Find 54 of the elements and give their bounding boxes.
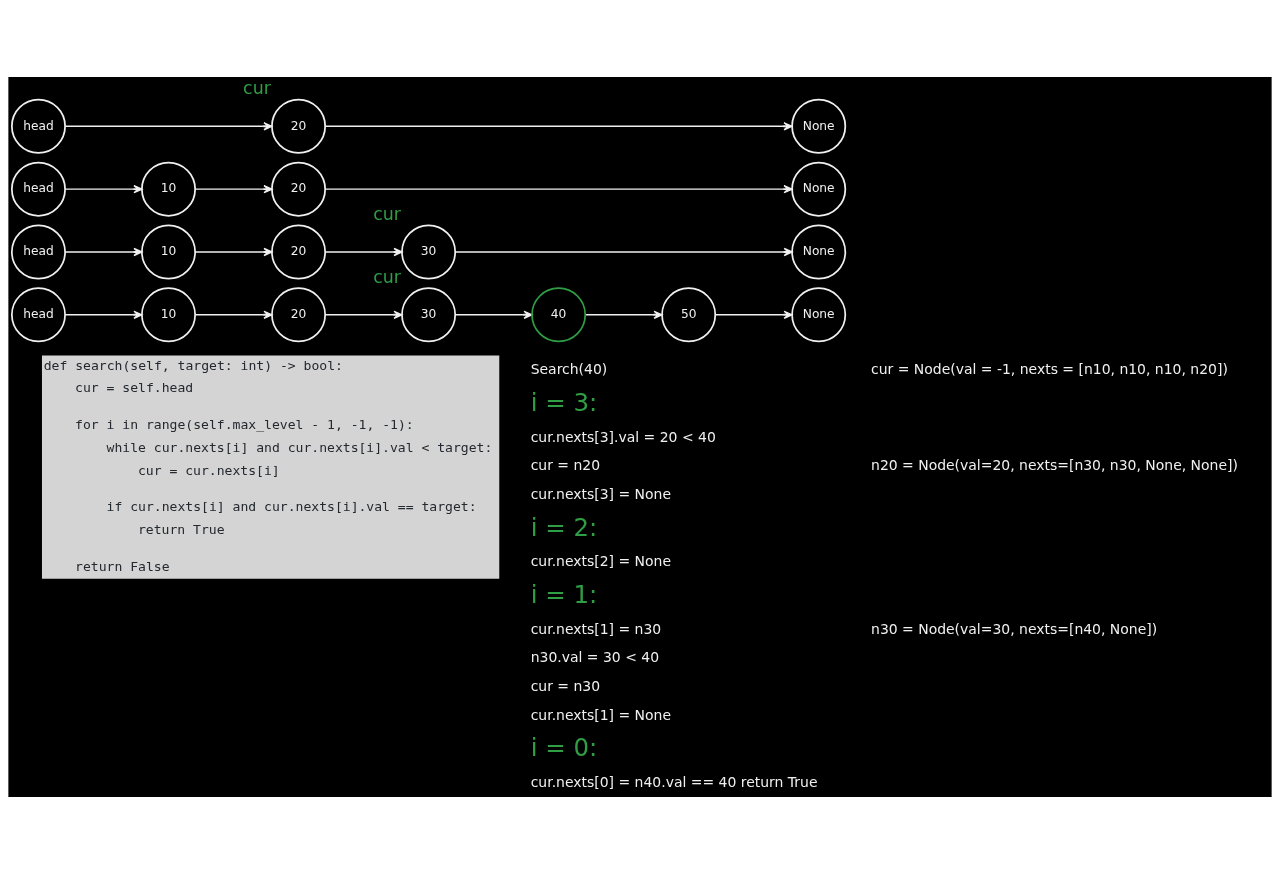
arrow: [194, 310, 273, 319]
label: cur = n30: [530, 677, 601, 694]
node-box: def search(self, target: int) -> bool: cur = self.head for i in range(self.max_level - 1, -1, -1): while cur.nexts[i] and cur.nexts[i].val < target: cur = cur.nexts[i] if cur.nexts[i] and cur.nexts[i].val == target: return True return False: [41, 354, 500, 579]
arrow: [64, 247, 143, 256]
node-circle: 10: [141, 161, 196, 217]
label: n30.val = 30 < 40: [530, 648, 660, 665]
label: cur.nexts[1] = n30: [530, 620, 662, 637]
node-circle: head: [10, 161, 66, 217]
label: cur.nexts[0] = n40.val == 40 return True: [530, 773, 818, 790]
node-circle: 30: [401, 286, 457, 342]
label: i = 3:: [530, 387, 598, 417]
arrow: [584, 310, 663, 319]
node-circle: head: [10, 98, 66, 154]
node-circle: head: [10, 286, 66, 342]
node-circle: None: [791, 286, 847, 342]
arrow: [194, 184, 273, 193]
node-circle: 40: [531, 286, 587, 342]
node-circle: 20: [271, 224, 327, 279]
arrow: [714, 310, 793, 319]
node-label: cur: [373, 266, 401, 287]
label: cur.nexts[3].val = 20 < 40: [530, 428, 716, 445]
node-circle: None: [791, 161, 847, 217]
label: n20 = Node(val=20, nexts=[n30, n30, None, None]): [871, 456, 1238, 473]
label: cur = n20: [530, 456, 601, 473]
arrow: [324, 310, 403, 319]
label: cur.nexts[2] = None: [530, 552, 672, 569]
node-circle: 10: [141, 286, 196, 342]
node-label: cur: [373, 203, 401, 224]
arrow: [64, 184, 143, 193]
node-circle: 50: [661, 286, 717, 342]
node-circle: None: [791, 98, 847, 154]
arrow: [64, 121, 273, 131]
label: cur.nexts[1] = None: [530, 706, 672, 723]
arrow: [324, 247, 403, 256]
label: i = 1:: [530, 579, 598, 609]
node-circle: 10: [141, 224, 196, 279]
label: Search(40): [530, 360, 608, 377]
arrow: [454, 310, 533, 319]
node-circle: 30: [401, 224, 457, 279]
arrow: [194, 247, 273, 256]
label: i = 0:: [530, 732, 598, 762]
arrow: [324, 184, 793, 193]
label: cur = Node(val = -1, nexts = [n10, n10, n10, n20]): [871, 360, 1228, 377]
label: i = 2:: [530, 512, 598, 542]
label: cur.nexts[3] = None: [530, 485, 672, 502]
node-circle: 20: [271, 286, 327, 342]
node-circle: head: [10, 224, 66, 279]
arrow: [324, 121, 793, 131]
node-circle: None: [791, 224, 847, 279]
label: n30 = Node(val=30, nexts=[n40, None]): [871, 620, 1158, 637]
arrow: [64, 310, 143, 319]
node-circle: 20: [271, 98, 327, 154]
node-circle: 20: [271, 161, 327, 217]
node-label: cur: [243, 77, 271, 98]
